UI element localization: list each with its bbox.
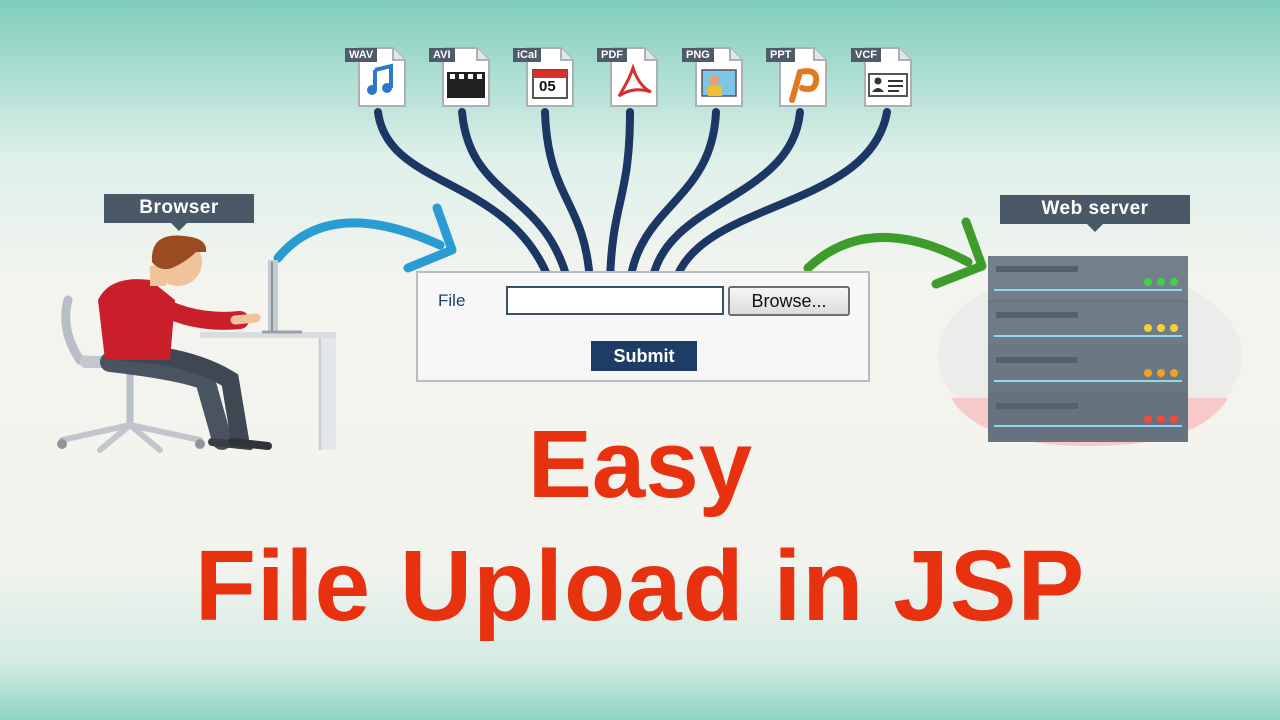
wire-pdf: [606, 108, 634, 286]
blue-arrowhead: [403, 203, 457, 273]
ical-file-icon: iCal 05: [513, 46, 575, 108]
title-line-2: File Upload in JSP: [194, 530, 1086, 642]
file-type-label: iCal: [513, 48, 542, 62]
ical-day: 05: [539, 78, 556, 95]
wire-ical: [541, 108, 594, 286]
wire-ppt: [648, 108, 804, 286]
wav-file-icon: WAV: [345, 46, 407, 108]
title-line-1: Easy: [527, 411, 753, 518]
vcf-file-icon: VCF: [851, 46, 913, 108]
server-rack-icon: [988, 256, 1188, 442]
wire-png: [626, 108, 720, 286]
avi-file-icon: AVI: [429, 46, 491, 108]
browser-callout: Browser: [104, 194, 254, 231]
upload-form: File Browse... Submit: [416, 271, 870, 382]
file-label: File: [438, 291, 466, 310]
file-input[interactable]: [506, 286, 724, 315]
person-at-desk-illustration: [57, 235, 336, 453]
browse-button[interactable]: Browse...: [728, 286, 850, 316]
file-wires: [374, 108, 891, 286]
green-arrowhead: [931, 217, 987, 289]
file-type-label: PDF: [597, 48, 627, 62]
file-type-label: WAV: [345, 48, 378, 62]
file-type-label: PPT: [766, 48, 796, 62]
blue-arrow: [273, 218, 445, 263]
wire-wav: [374, 108, 554, 286]
ppt-file-icon: PPT: [766, 46, 828, 108]
wire-vcf: [671, 108, 891, 286]
wire-avi: [458, 108, 572, 286]
pdf-file-icon: PDF: [597, 46, 659, 108]
web-server-callout: Web server: [1000, 195, 1190, 232]
png-file-icon: PNG: [682, 46, 744, 108]
file-type-label: AVI: [429, 48, 455, 62]
file-type-label: PNG: [682, 48, 714, 62]
green-arrow: [803, 233, 973, 273]
submit-button[interactable]: Submit: [591, 341, 697, 371]
file-type-label: VCF: [851, 48, 881, 62]
